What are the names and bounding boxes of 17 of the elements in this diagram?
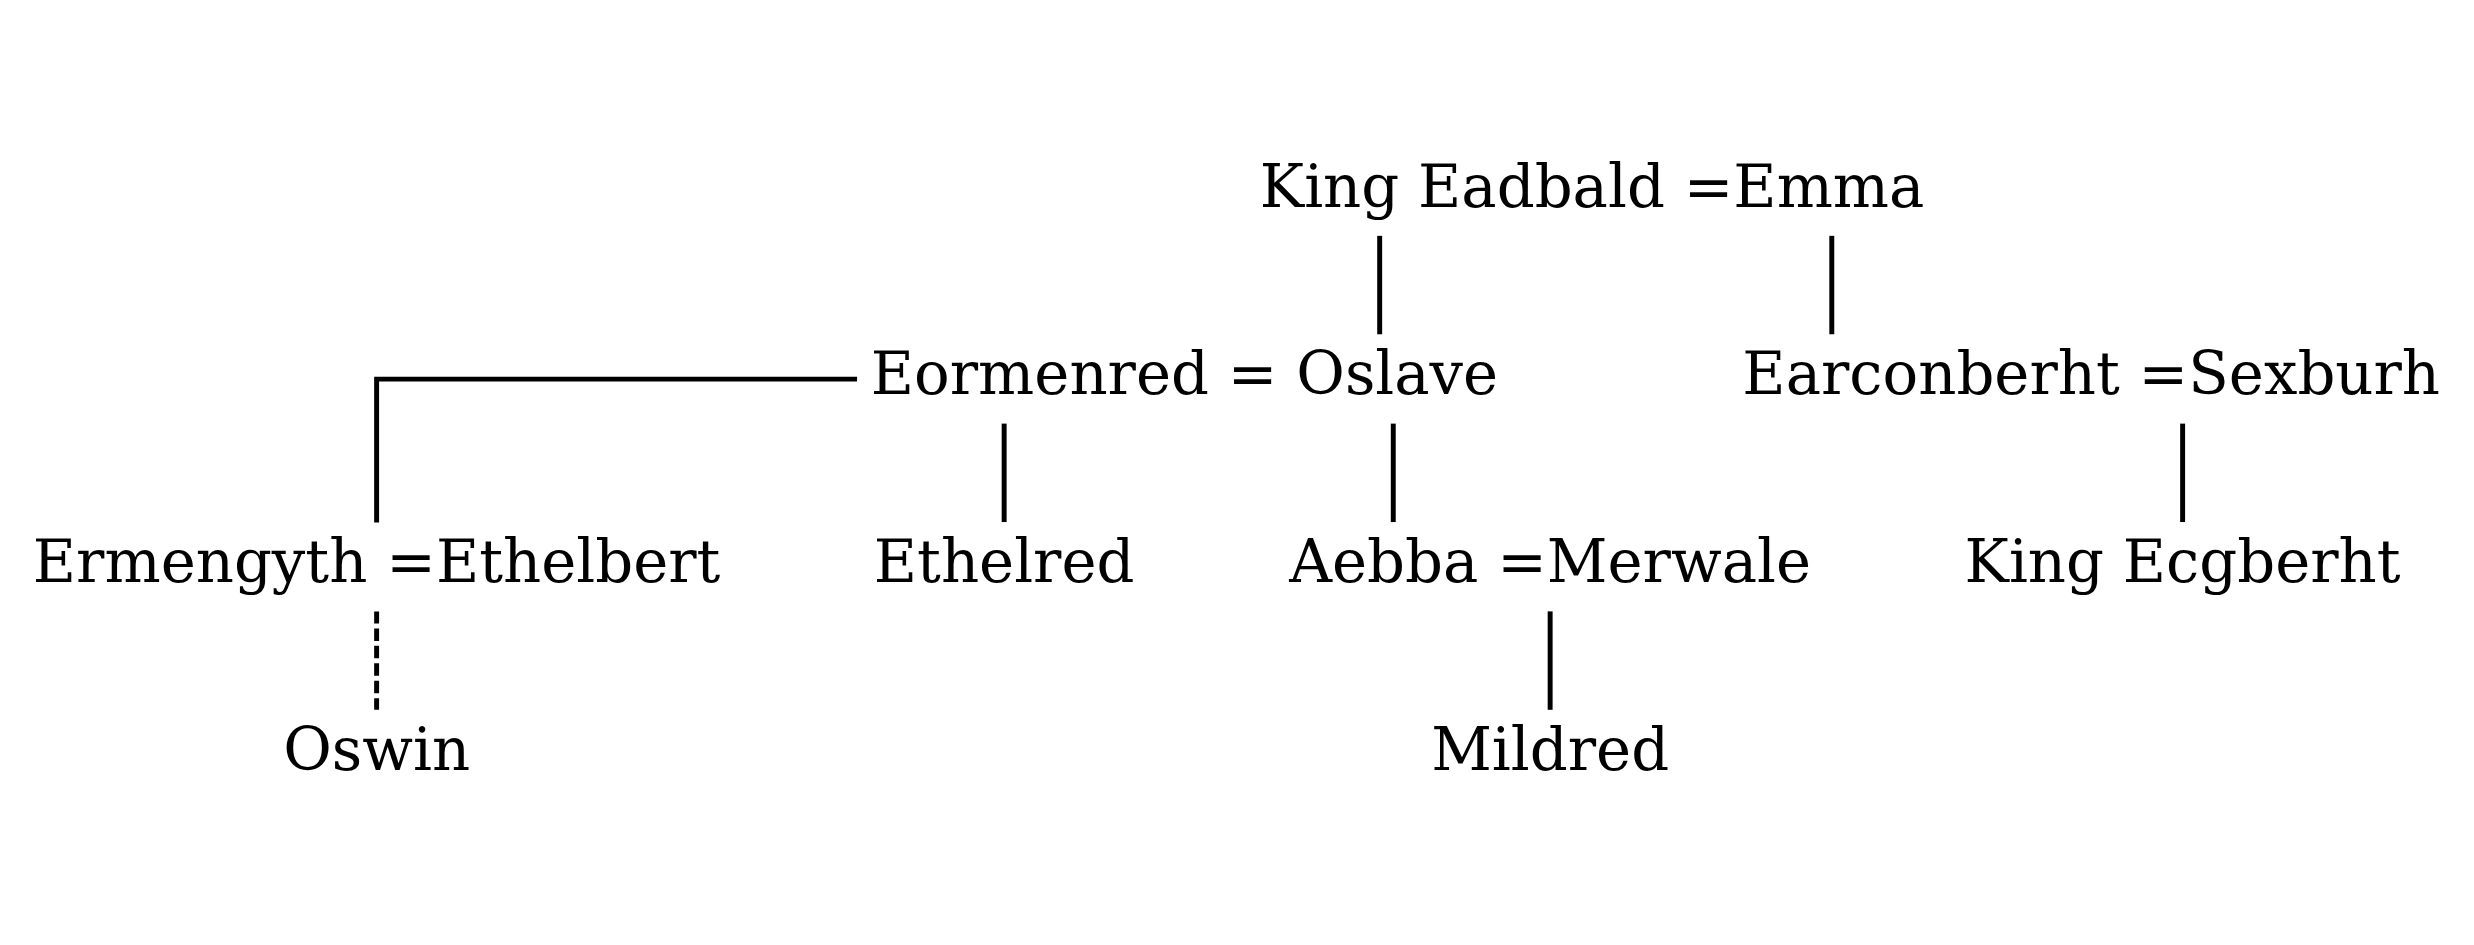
- connector: [1001, 423, 1007, 522]
- connector: [1547, 610, 1553, 710]
- node-text: Eormenred = Oslave: [870, 338, 1499, 408]
- connector: [374, 610, 380, 710]
- node-text: King Eadbald =Emma: [1259, 151, 1925, 221]
- connector: [2180, 423, 2186, 522]
- connector: [1377, 235, 1383, 334]
- node-text: Ermengyth =Ethelbert: [32, 526, 721, 596]
- connector: [374, 376, 858, 522]
- node-text: King Ecgberht: [1964, 526, 2401, 596]
- node-text: Mildred: [1431, 714, 1670, 784]
- connector: [1390, 423, 1396, 522]
- node-text: Oswin: [283, 714, 471, 784]
- connector: [1829, 235, 1835, 334]
- node-text: Ethelred: [873, 526, 1135, 596]
- node-text: Earconberht =Sexburh: [1742, 338, 2441, 408]
- node-text: Aebba =Merwale: [1289, 526, 1812, 596]
